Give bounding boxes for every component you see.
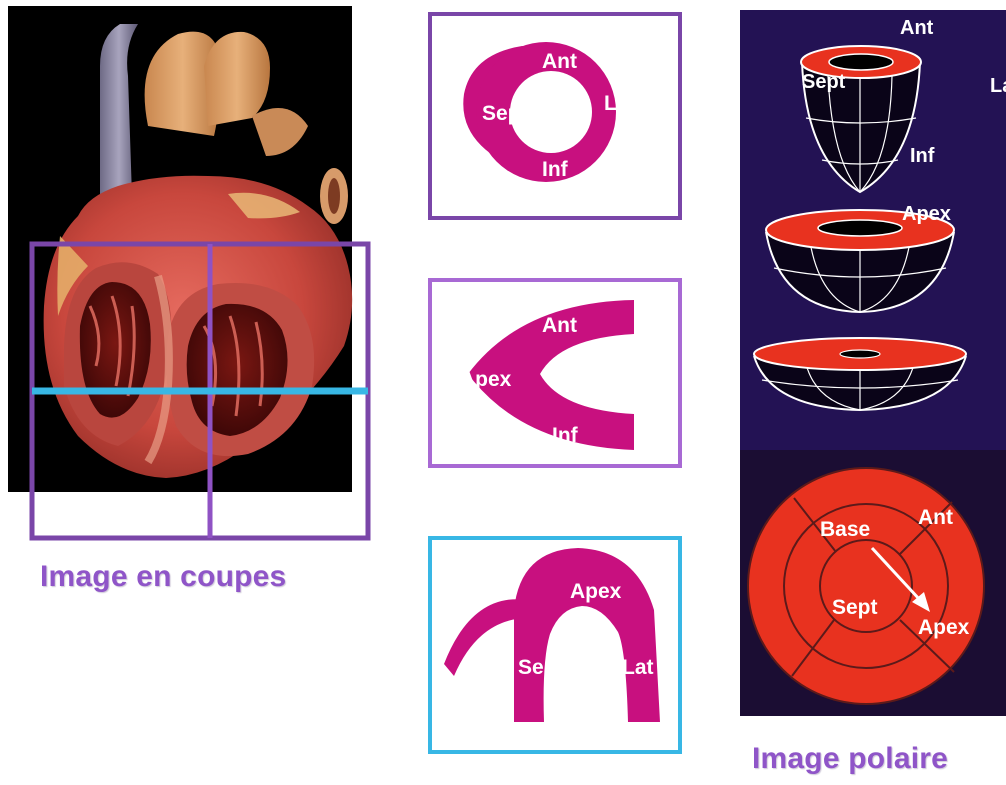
label-sept: Sept [832, 596, 878, 619]
label-base: Base [820, 518, 870, 541]
label-lat: Lat [604, 92, 636, 115]
label-sept: Sept [802, 71, 846, 93]
label-inf: Inf [542, 158, 569, 181]
horizontal-long-axis-view: Apex Sept Lat [428, 536, 682, 754]
polar-caption: Image polaire [752, 742, 948, 776]
ventricle-lower-segment [754, 338, 966, 410]
label-lat: Lat [622, 656, 654, 679]
short-axis-slice: Ant Sept Lat Inf [432, 16, 678, 216]
heart-cross-section-illustration [8, 6, 372, 546]
label-ant: Ant [542, 50, 577, 73]
short-axis-view: Ant Sept Lat Inf [428, 12, 682, 220]
ventricle-middle-segment [766, 210, 954, 312]
label-apex: Apex [902, 203, 951, 225]
label-sept: Sept [518, 656, 564, 679]
vertical-long-axis-view: Ant Apex Inf [428, 278, 682, 468]
vertical-long-axis-slice: Ant Apex Inf [432, 282, 678, 464]
label-lat: Lat [990, 75, 1006, 97]
label-ant: Ant [918, 506, 953, 529]
sections-caption: Image en coupes [40, 560, 286, 594]
label-ant: Ant [900, 17, 934, 39]
label-ant: Ant [542, 314, 577, 337]
label-inf: Inf [910, 145, 935, 167]
ventricle-upper-segment [801, 46, 921, 192]
label-sept: Sept [482, 102, 528, 125]
ventricle-3d-model: Ant Sept Lat Inf Apex [740, 10, 1006, 450]
bullseye-polar-map: Base Ant Sept Apex [740, 450, 1006, 716]
horizontal-slice-myocardium [514, 548, 660, 722]
horizontal-long-axis-slice: Apex Sept Lat [432, 540, 678, 750]
label-apex: Apex [570, 580, 622, 603]
label-apex: Apex [460, 368, 512, 391]
label-inf: Inf [552, 424, 579, 447]
label-apex: Apex [918, 616, 970, 639]
